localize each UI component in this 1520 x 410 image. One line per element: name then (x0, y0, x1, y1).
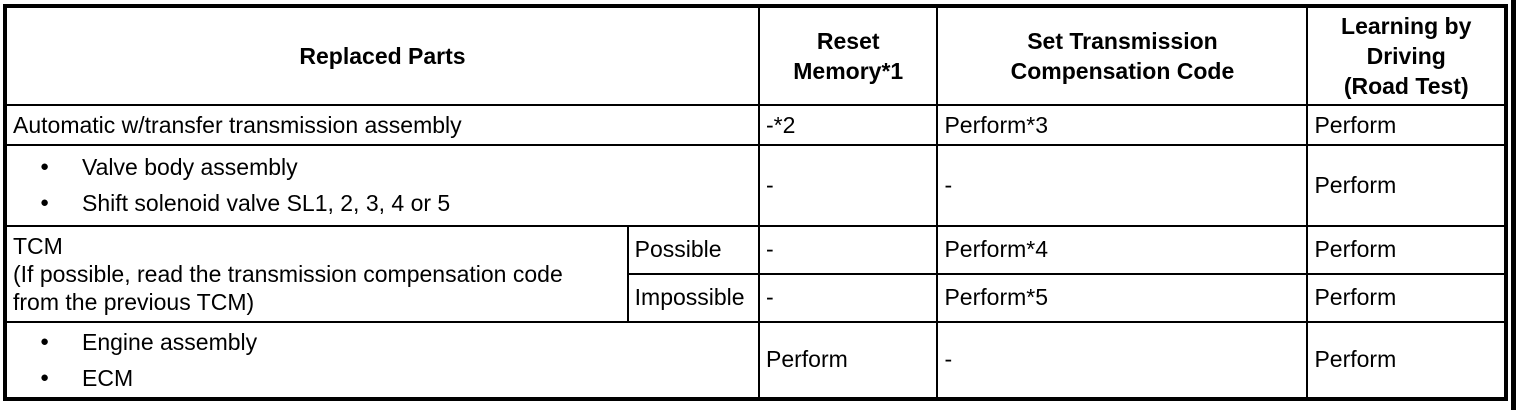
cell-learning: Perform (1306, 224, 1507, 276)
cell-tcm-impossible-label: Impossible (626, 273, 761, 323)
list-item: ● Shift solenoid valve SL1, 2, 3, 4 or 5 (7, 185, 754, 221)
cell-learning: Perform (1306, 104, 1507, 147)
list-item-label: ECM (82, 364, 134, 391)
row-tcm-possible: TCM (If possible, read the transmission … (4, 224, 1507, 323)
list-item-label: Shift solenoid valve SL1, 2, 3, 4 or 5 (82, 190, 451, 217)
cell-reset-memory: - (757, 224, 939, 276)
cell-set-code: Perform*5 (936, 273, 1309, 323)
bullet-icon: ● (40, 332, 50, 350)
bullet-icon: ● (40, 368, 50, 386)
cell-learning: Perform (1306, 320, 1507, 401)
list-item: ● ECM (7, 360, 754, 396)
page-edge-line (1511, 0, 1516, 410)
cell-part-valve-body: ● Valve body assembly ● Shift solenoid v… (4, 144, 760, 227)
cell-reset-memory: Perform (757, 320, 939, 401)
cell-tcm-possible-label: Possible (626, 224, 761, 276)
list-item: ● Valve body assembly (7, 149, 754, 185)
cell-learning: Perform (1306, 144, 1507, 227)
row-valve-body: ● Valve body assembly ● Shift solenoid v… (4, 144, 1507, 227)
header-replaced-parts: Replaced Parts (4, 4, 760, 107)
cell-set-code: Perform*3 (936, 104, 1309, 147)
cell-reset-memory: -*2 (757, 104, 939, 147)
row-tcm-impossible: Impossible - Perform*5 Perform (5, 273, 1507, 323)
header-row: Replaced Parts Reset Memory*1 Set Transm… (4, 4, 1507, 107)
row-automatic-transmission: Automatic w/transfer transmission assemb… (4, 104, 1507, 147)
list-item-label: Engine assembly (82, 328, 258, 355)
bullet-icon: ● (40, 158, 50, 176)
cell-reset-memory: - (757, 144, 939, 227)
cell-part-engine-ecm: ● Engine assembly ● ECM (4, 320, 760, 401)
cell-part-tcm: TCM (If possible, read the transmission … (4, 224, 629, 323)
cell-learning: Perform (1306, 273, 1507, 323)
cell-part-automatic-transmission: Automatic w/transfer transmission assemb… (4, 104, 760, 147)
row-engine-ecm: ● Engine assembly ● ECM Perform - Perfor… (4, 320, 1507, 401)
cell-set-code: - (936, 320, 1309, 401)
header-reset-memory: Reset Memory*1 (757, 4, 939, 107)
cell-set-code: - (936, 144, 1309, 227)
list-item: ● Engine assembly (7, 324, 754, 360)
header-set-transmission-compensation-code: Set Transmission Compensation Code (936, 4, 1309, 107)
bullet-icon: ● (40, 194, 50, 212)
cell-reset-memory: - (757, 273, 939, 323)
replaced-parts-table: Replaced Parts Reset Memory*1 Set Transm… (3, 4, 1508, 401)
header-learning-by-driving: Learning by Driving (Road Test) (1306, 4, 1507, 107)
list-item-label: Valve body assembly (82, 154, 298, 181)
cell-set-code: Perform*4 (936, 224, 1309, 276)
